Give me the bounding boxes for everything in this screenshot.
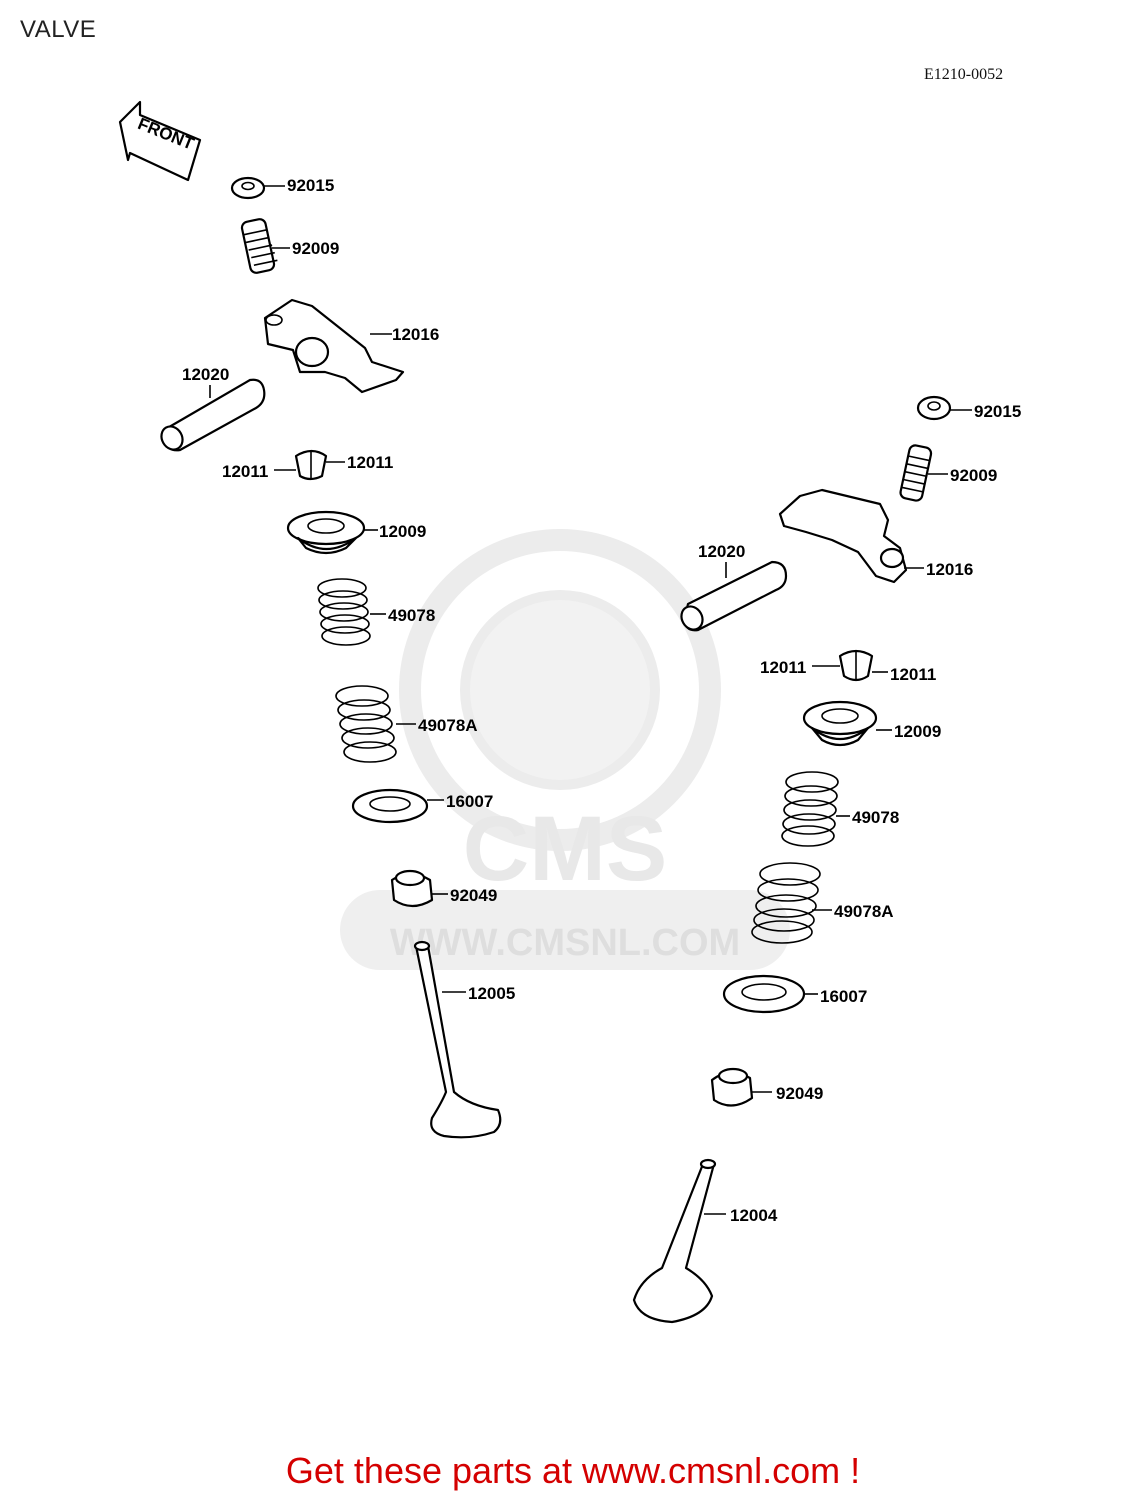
- callout-right-nut[interactable]: 92015: [974, 402, 1021, 421]
- callout-left-retainer[interactable]: 12009: [379, 522, 426, 541]
- callout-right-seat[interactable]: 16007: [820, 987, 867, 1006]
- left-valve: [413, 940, 502, 1139]
- callout-right-cotter-b[interactable]: 12011: [890, 665, 936, 684]
- callout-left-spring-inner[interactable]: 49078A: [418, 716, 478, 735]
- right-spring-retainer: [802, 700, 892, 747]
- right-adjuster-screw: [899, 444, 948, 502]
- callout-right-retainer[interactable]: 12009: [894, 722, 941, 741]
- callout-left-rocker-arm[interactable]: 12016: [392, 325, 439, 344]
- left-outer-spring: [317, 578, 386, 646]
- footer-link[interactable]: Get these parts at www.cmsnl.com !: [285, 1450, 861, 1491]
- right-nut: [916, 395, 972, 421]
- diagram-code: E1210-0052: [924, 66, 1004, 83]
- right-spring-seat: [722, 974, 818, 1014]
- right-cotters: [812, 649, 888, 682]
- watermark-brand: CMS: [463, 798, 667, 900]
- right-inner-spring: [751, 862, 832, 944]
- left-valve-stem-seal: [390, 869, 448, 908]
- callout-left-spring-outer[interactable]: 49078: [388, 606, 435, 625]
- left-inner-spring: [335, 685, 416, 763]
- callout-right-valve[interactable]: 12004: [730, 1206, 778, 1225]
- watermark-url: WWW.CMSNL.COM: [390, 922, 740, 964]
- left-cotters: [274, 449, 345, 481]
- callout-left-shaft[interactable]: 12020: [182, 365, 229, 384]
- callout-left-valve[interactable]: 12005: [468, 984, 515, 1003]
- right-rocker-shaft: [680, 560, 788, 632]
- callout-right-spring-outer[interactable]: 49078: [852, 808, 899, 827]
- right-valve-stem-seal: [710, 1067, 772, 1107]
- callout-right-cotter-a[interactable]: 12011: [760, 658, 806, 677]
- left-rocker-shaft: [160, 378, 266, 452]
- callout-right-adjuster[interactable]: 92009: [950, 466, 997, 485]
- callout-left-seal[interactable]: 92049: [450, 886, 497, 905]
- right-callouts: 92015 92009 12016 12020 12011 12011 1200…: [698, 402, 1021, 1225]
- right-valve: [632, 1158, 726, 1324]
- page-title: VALVE: [20, 16, 97, 43]
- callout-right-shaft[interactable]: 12020: [698, 542, 745, 561]
- left-rocker-arm: [263, 298, 405, 394]
- watermark: CMS WWW.CMSNL.COM: [340, 529, 790, 970]
- callout-right-rocker-arm[interactable]: 12016: [926, 560, 973, 579]
- left-adjuster-screw: [240, 218, 290, 274]
- callout-left-cotter-a[interactable]: 12011: [222, 462, 268, 481]
- left-nut: [230, 176, 285, 200]
- front-arrow: FRONT: [118, 100, 202, 182]
- callout-left-adjuster[interactable]: 92009: [292, 239, 339, 258]
- right-rocker-arm: [778, 488, 924, 584]
- right-outer-spring: [781, 771, 850, 847]
- callout-left-nut[interactable]: 92015: [287, 176, 334, 195]
- callout-right-seal[interactable]: 92049: [776, 1084, 823, 1103]
- callout-left-seat[interactable]: 16007: [446, 792, 493, 811]
- callout-right-spring-inner[interactable]: 49078A: [834, 902, 894, 921]
- left-callouts: 92015 92009 12016 12020 12011 12011 1200…: [182, 176, 515, 1003]
- left-spring-seat: [351, 788, 444, 824]
- callout-left-cotter-b[interactable]: 12011: [347, 453, 393, 472]
- left-spring-retainer: [286, 510, 378, 555]
